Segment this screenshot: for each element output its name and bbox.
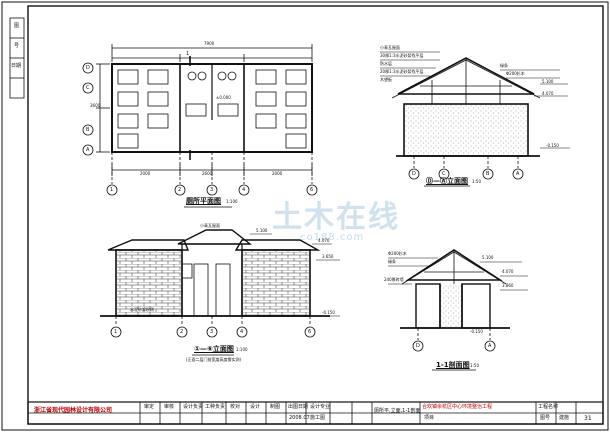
elev-1-6-axis-1: 1 <box>114 329 118 335</box>
role-review: 审核 <box>164 404 175 410</box>
stage-value: 施工图 <box>310 415 326 421</box>
plan-dim-seg2: 2600 <box>202 171 213 176</box>
elev-1-6-note-slope: 水泥砂浆粉刷 <box>130 307 154 312</box>
section-note-rafter: 椽条 <box>388 259 396 264</box>
role-discipline-lead: 工种负责 <box>205 404 226 410</box>
section-1-1 <box>388 249 528 371</box>
plan-dim-total: 7900 <box>204 41 215 46</box>
elevation-d-a <box>380 51 570 187</box>
plan-axis-d: D <box>86 65 90 71</box>
role-check: 校对 <box>230 404 241 410</box>
strip-label-1: 图 <box>14 23 20 29</box>
section-level-ridge: 5.100 <box>482 255 494 260</box>
plan-axis-3: 3 <box>210 187 214 193</box>
elev-d-a-level-ground: -0.150 <box>546 143 559 148</box>
elev-d-a-scale: 1:50 <box>472 179 481 184</box>
elev-d-a-note-tile: 小青瓦屋面 <box>380 45 400 50</box>
project-label: 工程名称 <box>538 404 559 410</box>
plan-axis-6: 6 <box>310 187 314 193</box>
elev-1-6-axis-4: 4 <box>240 329 244 335</box>
role-design: 设计 <box>250 404 261 410</box>
plan-scale: 1:100 <box>226 199 238 204</box>
binding-strip <box>9 17 25 99</box>
elev-1-6-tile: 小青瓦屋面 <box>200 223 220 228</box>
elev-d-a-note-b: 防水层 <box>380 61 392 66</box>
elev-d-a-level-eave: 4.070 <box>542 91 554 96</box>
elev-1-6-axis-3: 3 <box>210 329 214 335</box>
elev-d-a-note-a: 30厚1:3水泥砂浆找平层 <box>380 53 424 58</box>
plan-dim-left: 3600 <box>90 103 101 108</box>
plan-axis-1: 1 <box>110 187 114 193</box>
plan-dim-seg1: 2000 <box>140 171 151 176</box>
plan-dim-seg3: 2000 <box>272 171 283 176</box>
plan-view <box>82 44 318 208</box>
plan-axis-b: B <box>86 127 90 133</box>
plan-axis-4: 4 <box>242 187 246 193</box>
sheet-no-label: 图号 <box>540 415 551 421</box>
elev-d-a-title: Ⓓ—Ⓐ立面图 <box>426 177 468 185</box>
plan-axis-a: A <box>86 147 90 153</box>
elev-d-a-note-board: 木望板 <box>380 77 392 82</box>
section-note-beam: Φ200杉木 <box>388 251 407 256</box>
role-draft: 制图 <box>270 404 281 410</box>
section-title: 1-1剖面图 <box>436 361 470 369</box>
project-name: 合欢镇余杭区中心环境整治工程 <box>422 404 493 410</box>
company-name: 浙江省现代园林设计有限公司 <box>34 407 113 414</box>
stage-label: 设计专业 <box>310 404 331 410</box>
elev-d-a-axis-c: C <box>442 171 446 177</box>
elev-d-a-axis-a: A <box>516 171 520 177</box>
plan-axis-c: C <box>86 85 90 91</box>
elev-1-6-note: (正面二层门前宽度高度需实测) <box>186 357 242 362</box>
section-level-ground: -0.150 <box>470 329 483 334</box>
item-label: 项目 <box>424 415 435 421</box>
elev-d-a-note-c: 20厚1:3水泥砂浆找平层 <box>380 69 424 74</box>
elev-d-a-note-beam: Φ200杉木 <box>506 71 525 76</box>
elev-d-a-axis-b: B <box>486 171 490 177</box>
elev-d-a-level-ridge: 5.100 <box>542 79 554 84</box>
date-value: 2008.07 <box>289 415 310 421</box>
elev-1-6-level-eave: 4.070 <box>318 238 330 243</box>
elev-1-6-axis-2: 2 <box>180 329 184 335</box>
drawing-title: 厕所平,立面,1-1剖面 <box>374 408 421 414</box>
section-level-eave: 4.070 <box>502 269 514 274</box>
section-note-wall: 240厚砖墙 <box>384 277 404 282</box>
plan-floor-level: ±0.000 <box>216 95 231 100</box>
elev-d-a-note-rafter: 椽条 <box>500 63 508 68</box>
elev-1-6-level-ridge: 5.100 <box>256 228 268 233</box>
watermark-url: co188.com <box>300 232 365 243</box>
strip-label-3: 日期 <box>11 63 22 69</box>
sheet-no-prefix: 建施 <box>559 415 570 421</box>
elev-1-6-axis-6: 6 <box>308 329 312 335</box>
date-label: 出图日期 <box>288 404 309 410</box>
section-level-top: 3.860 <box>502 283 514 288</box>
section-axis-a: A <box>488 343 492 349</box>
elev-1-6-level-ground: -0.150 <box>322 310 335 315</box>
role-approve: 审定 <box>144 404 155 410</box>
plan-title: 厕所平面图 <box>186 197 221 205</box>
strip-label-2: 号 <box>14 43 20 49</box>
elevation-1-6 <box>100 229 340 356</box>
elev-1-6-scale: 1:100 <box>236 347 248 352</box>
elev-1-6-title: ①—⑥立面图 <box>194 345 234 353</box>
section-scale: 1:50 <box>470 363 479 368</box>
elev-1-6-level-a: 3.650 <box>322 254 334 259</box>
watermark-brand: 土木在线 <box>272 200 400 235</box>
role-design-lead: 设计负责 <box>183 404 204 410</box>
plan-axis-2: 2 <box>178 187 182 193</box>
sheet-number: 31 <box>584 415 592 422</box>
section-axis-d: D <box>416 343 420 349</box>
elev-d-a-axis-d: D <box>412 171 416 177</box>
title-block <box>27 401 604 425</box>
plan-section-mark-top: 1 <box>186 51 190 57</box>
